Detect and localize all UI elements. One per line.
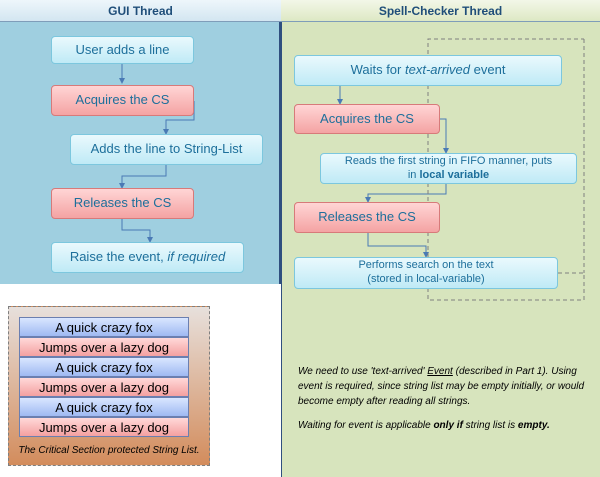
spell-step-waits-label: Waits for text-arrived event <box>351 62 506 78</box>
note-p1-a: We need to use 'text-arrived' <box>298 366 428 377</box>
spell-step-releases-label: Releases the CS <box>318 209 416 225</box>
event-note: We need to use 'text-arrived' Event (des… <box>298 364 592 442</box>
gui-step-releases-cs-label: Releases the CS <box>73 195 172 211</box>
spell-step-reads-string: Reads the first string in FIFO manner, p… <box>320 153 577 184</box>
string-list-row: Jumps over a lazy dog <box>19 417 189 437</box>
spell-step-performs-search: Performs search on the text (stored in l… <box>294 257 558 289</box>
string-list-row: Jumps over a lazy dog <box>19 337 189 357</box>
string-list-row: A quick crazy fox <box>19 317 189 337</box>
note-p2-empty: empty. <box>517 420 550 431</box>
reads-line-2-prefix: in <box>407 168 420 181</box>
spell-step-releases-cs: Releases the CS <box>294 202 440 233</box>
waits-suffix: event <box>470 62 506 78</box>
reads-local-variable: local variable <box>419 168 490 181</box>
spell-step-search-label: Performs search on the text (stored in l… <box>358 259 493 287</box>
gui-step-user-adds-line: User adds a line <box>51 36 194 64</box>
spell-step-waits-event: Waits for text-arrived event <box>294 55 562 86</box>
search-line-1: Performs search on the text <box>358 259 494 272</box>
string-list-row: A quick crazy fox <box>19 397 189 417</box>
raise-event-if-required: if required <box>167 249 226 265</box>
string-list-caption: The Critical Section protected String Li… <box>18 445 200 456</box>
gui-step-releases-cs: Releases the CS <box>51 188 194 219</box>
waits-prefix: Waits for <box>350 62 405 78</box>
note-p2-only-if: only if <box>433 420 463 431</box>
spell-step-acquires-label: Acquires the CS <box>320 110 414 126</box>
spell-step-reads-label: Reads the first string in FIFO manner, p… <box>345 155 552 183</box>
gui-step-acquires-cs: Acquires the CS <box>51 85 194 116</box>
waits-event-name: text-arrived <box>404 62 471 78</box>
search-line-2: (stored in local-variable) <box>367 273 485 285</box>
gui-thread-header: GUI Thread <box>0 0 281 22</box>
spell-step-acquires-cs: Acquires the CS <box>294 104 440 134</box>
note-paragraph-1: We need to use 'text-arrived' Event (des… <box>298 364 592 409</box>
note-p1-event: Event <box>427 366 453 377</box>
string-list-row: A quick crazy fox <box>19 357 189 377</box>
gui-step-acquires-cs-label: Acquires the CS <box>75 92 170 108</box>
note-p2-b: string list is <box>462 420 518 431</box>
note-p1-b: (described in Part 1). Using event is re… <box>298 366 585 407</box>
note-p2-a: Waiting for event is applicable <box>298 420 434 431</box>
string-list-row: Jumps over a lazy dog <box>19 377 189 397</box>
spell-thread-header: Spell-Checker Thread <box>281 0 600 22</box>
note-paragraph-2: Waiting for event is applicable only if … <box>298 418 592 433</box>
reads-line-1: Reads the first string in FIFO manner, p… <box>344 154 553 167</box>
string-list-frame: A quick crazy fox Jumps over a lazy dog … <box>8 306 210 466</box>
spell-checker-panel <box>281 22 600 477</box>
gui-step-raise-event-label: Raise the event, if required <box>70 249 225 265</box>
gui-step-adds-line-to-list: Adds the line to String-List <box>70 134 263 165</box>
gui-step-user-adds-line-label: User adds a line <box>75 41 170 57</box>
gui-thread-title: GUI Thread <box>108 3 173 18</box>
raise-event-text: Raise the event, <box>69 249 168 265</box>
gui-step-raise-event: Raise the event, if required <box>51 242 244 273</box>
spell-thread-title: Spell-Checker Thread <box>378 3 503 18</box>
gui-step-adds-line-label: Adds the line to String-List <box>90 141 243 157</box>
